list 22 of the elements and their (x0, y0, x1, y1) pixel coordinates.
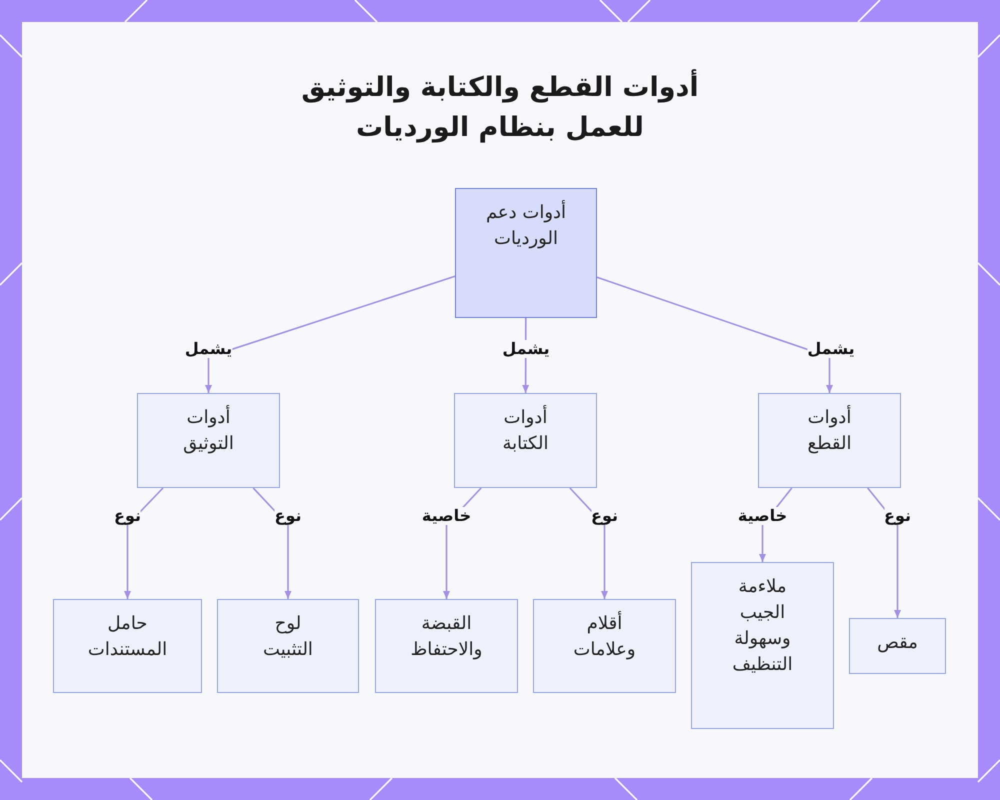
edge-label: يشمل (807, 340, 855, 358)
edge-label: يشمل (502, 340, 550, 358)
title: أدوات القطع والكتابة والتوثيق للعمل بنظام الورديات (280, 68, 720, 148)
concept-box: القبضة والاحتفاظ (375, 599, 518, 693)
concept-box: ملاءمة الجيب وسهولة التنظيف (691, 562, 834, 729)
concept-box: حامل المستندات (53, 599, 202, 693)
edge-label: نوع (274, 507, 302, 525)
concept-box: لوح التثبيت (217, 599, 359, 693)
connector (596, 276, 833, 393)
concept-box: أدوات دعم الورديات (455, 188, 597, 318)
edge-label: نوع (884, 507, 911, 525)
concept-box: مقص (849, 618, 946, 674)
connector (205, 276, 456, 393)
edge-label: خاصية (422, 507, 472, 525)
concept-box: أدوات الكتابة (454, 393, 597, 488)
concept-box: أدوات القطع (758, 393, 901, 488)
edge-label: يشمل (184, 340, 232, 358)
edge-label: خاصية (738, 507, 788, 525)
concept-box: أدوات التوثيق (137, 393, 280, 488)
edge-label: نوع (114, 507, 141, 525)
edge-label: نوع (591, 507, 618, 525)
concept-box: أقلام وعلامات (533, 599, 676, 693)
